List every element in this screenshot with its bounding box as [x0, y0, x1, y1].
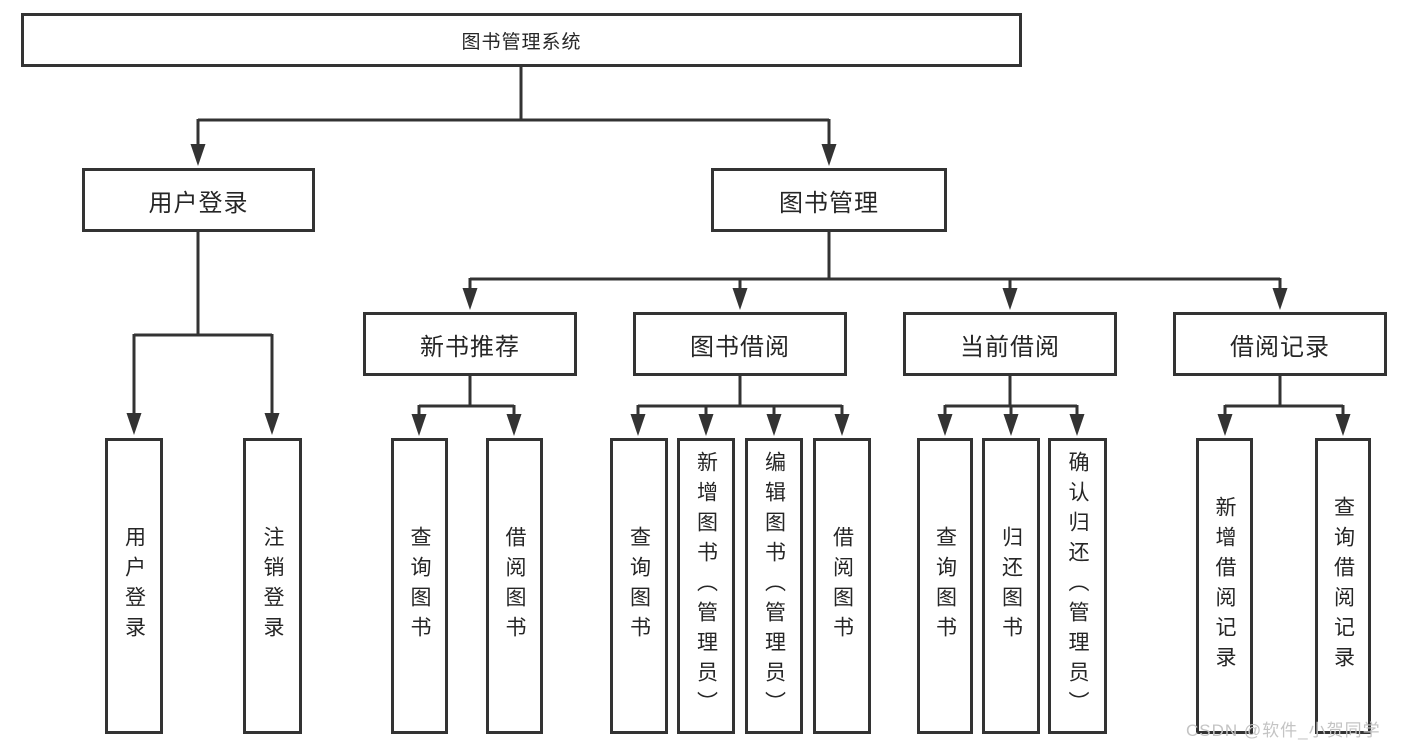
node-user-login-label: 用户登录 — [148, 189, 249, 217]
leaf-nb-borrow-books-label: 借阅图书 — [503, 526, 526, 646]
leaf-bb-add-books-admin: 新增图书（管理员） — [677, 438, 735, 734]
leaf-bb-edit-books-admin-label: 编辑图书（管理员） — [762, 451, 786, 721]
leaf-nb-query-books: 查询图书 — [391, 438, 448, 734]
node-root-label: 图书管理系统 — [461, 31, 582, 53]
leaf-nb-borrow-books: 借阅图书 — [486, 438, 543, 734]
leaf-cb-query-books-label: 查询图书 — [933, 526, 957, 646]
leaf-bb-borrow-books: 借阅图书 — [813, 438, 871, 734]
node-book-management: 图书管理 — [711, 168, 947, 232]
leaf-logout: 注销登录 — [243, 438, 302, 734]
leaf-nb-query-books-label: 查询图书 — [408, 526, 431, 646]
node-current-borrow: 当前借阅 — [903, 312, 1117, 376]
arrowhead-icons — [126, 144, 1351, 436]
leaf-user-login: 用户登录 — [105, 438, 163, 734]
leaf-br-query-record-label: 查询借阅记录 — [1331, 496, 1355, 676]
leaf-user-login-label: 用户登录 — [122, 526, 146, 646]
node-book-borrow-label: 图书借阅 — [690, 333, 790, 361]
leaf-br-add-record-label: 新增借阅记录 — [1213, 496, 1236, 676]
leaf-bb-edit-books-admin: 编辑图书（管理员） — [745, 438, 803, 734]
node-book-borrow: 图书借阅 — [633, 312, 847, 376]
leaf-cb-return-books-label: 归还图书 — [999, 526, 1023, 646]
leaf-br-query-record: 查询借阅记录 — [1315, 438, 1371, 734]
node-new-book-recommend: 新书推荐 — [363, 312, 577, 376]
leaf-cb-confirm-return-admin: 确认归还（管理员） — [1048, 438, 1107, 734]
node-book-management-label: 图书管理 — [779, 189, 879, 217]
leaf-bb-borrow-books-label: 借阅图书 — [830, 526, 854, 646]
leaf-cb-query-books: 查询图书 — [917, 438, 973, 734]
leaf-bb-query-books-label: 查询图书 — [627, 526, 651, 646]
node-user-login: 用户登录 — [82, 168, 315, 232]
leaf-cb-return-books: 归还图书 — [982, 438, 1040, 734]
leaf-cb-confirm-return-admin-label: 确认归还（管理员） — [1066, 451, 1089, 721]
leaf-br-add-record: 新增借阅记录 — [1196, 438, 1253, 734]
node-current-borrow-label: 当前借阅 — [960, 333, 1060, 361]
node-borrow-records-label: 借阅记录 — [1230, 333, 1330, 361]
csdn-watermark: CSDN @软件_小贺同学 — [1186, 721, 1381, 740]
node-borrow-records: 借阅记录 — [1173, 312, 1387, 376]
leaf-bb-add-books-admin-label: 新增图书（管理员） — [694, 451, 718, 721]
node-new-book-recommend-label: 新书推荐 — [420, 333, 520, 361]
node-root: 图书管理系统 — [21, 13, 1022, 67]
leaf-logout-label: 注销登录 — [261, 526, 284, 646]
leaf-bb-query-books: 查询图书 — [610, 438, 668, 734]
